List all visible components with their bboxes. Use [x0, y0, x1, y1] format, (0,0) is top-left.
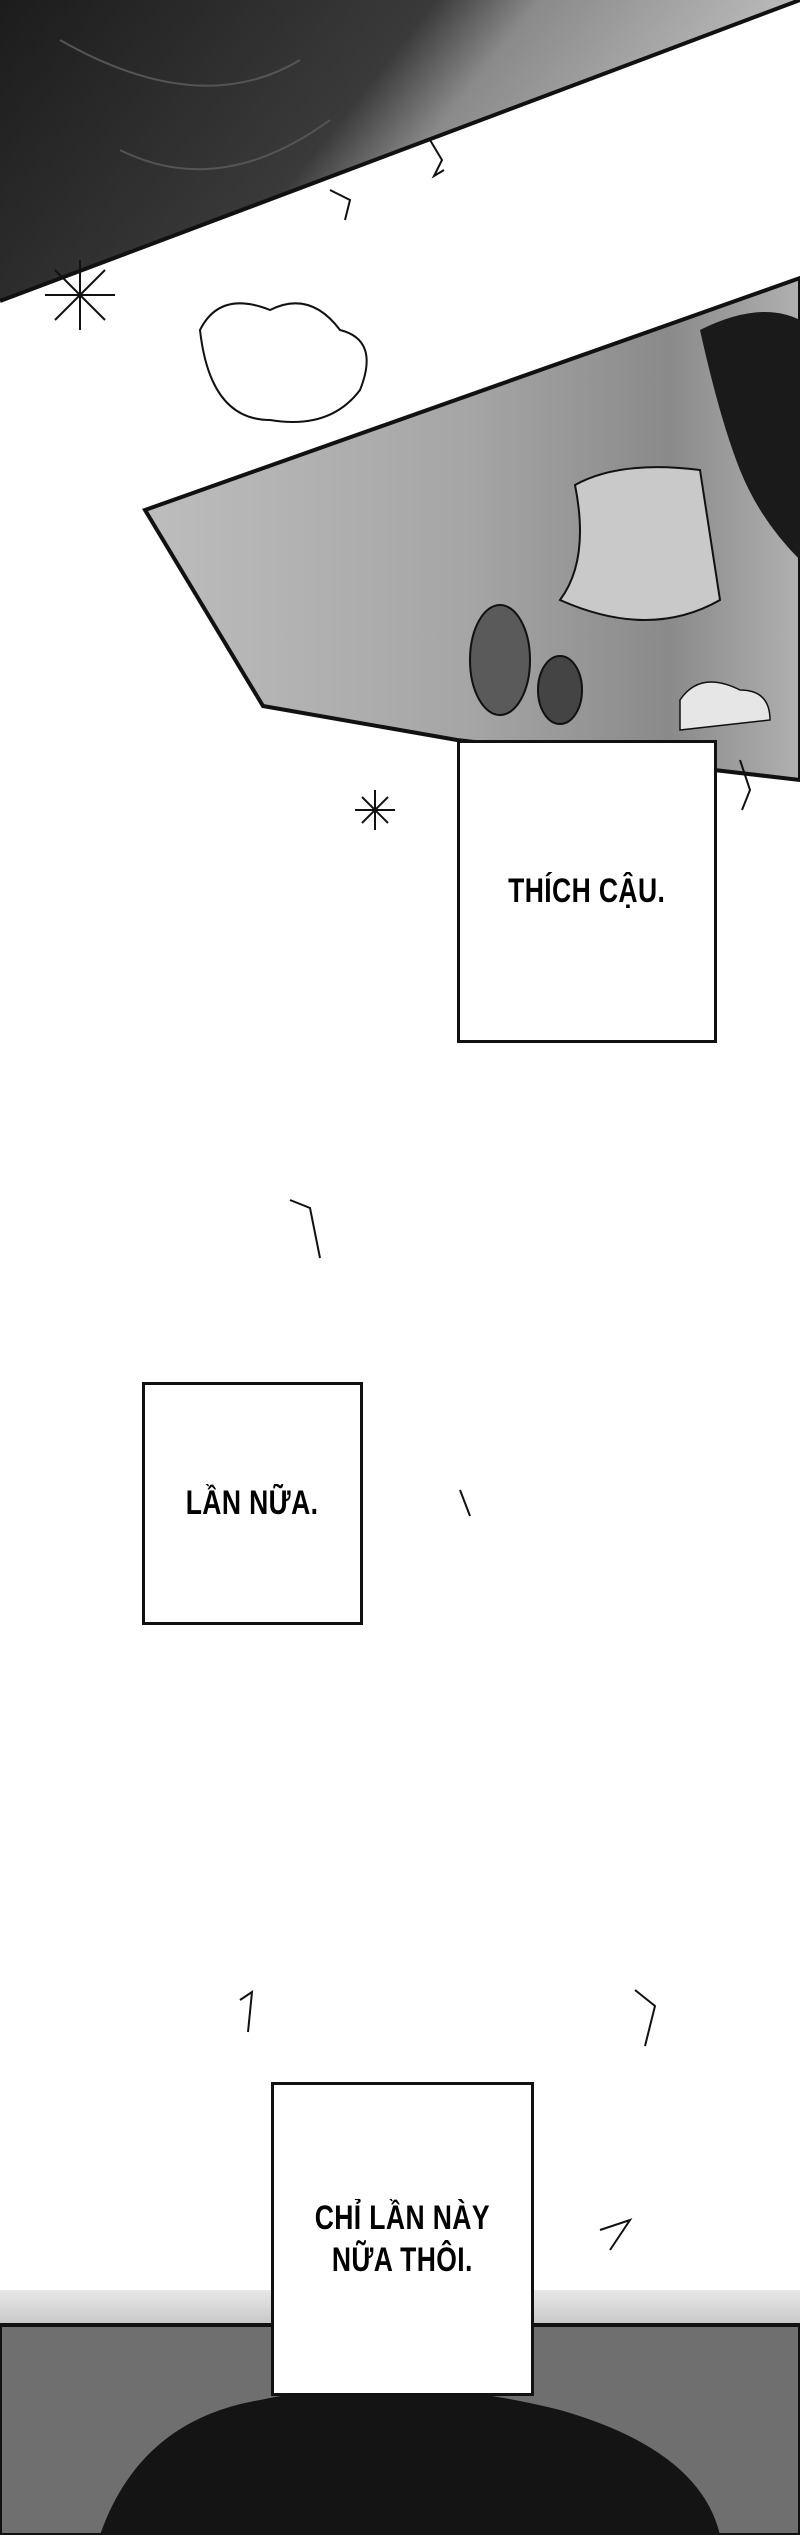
caption-box-thich-cau: THÍCH CẬU. [457, 740, 717, 1043]
caption-text: THÍCH CẬU. [508, 872, 666, 911]
caption-box-chi-lan-nay: CHỈ LẦN NÀY NỮA THÔI. [271, 2082, 534, 2396]
caption-text: LẦN NỮA. [186, 1484, 319, 1523]
caption-text-line1: CHỈ LẦN NÀY [314, 2198, 491, 2237]
panel-kiss [142, 275, 800, 783]
sparkle-decorations [45, 139, 752, 2251]
caption-box-lan-nua: LẦN NỮA. [142, 1382, 363, 1625]
caption-text-line2: NỮA THÔI. [332, 2241, 473, 2279]
panel-top [0, 0, 800, 303]
